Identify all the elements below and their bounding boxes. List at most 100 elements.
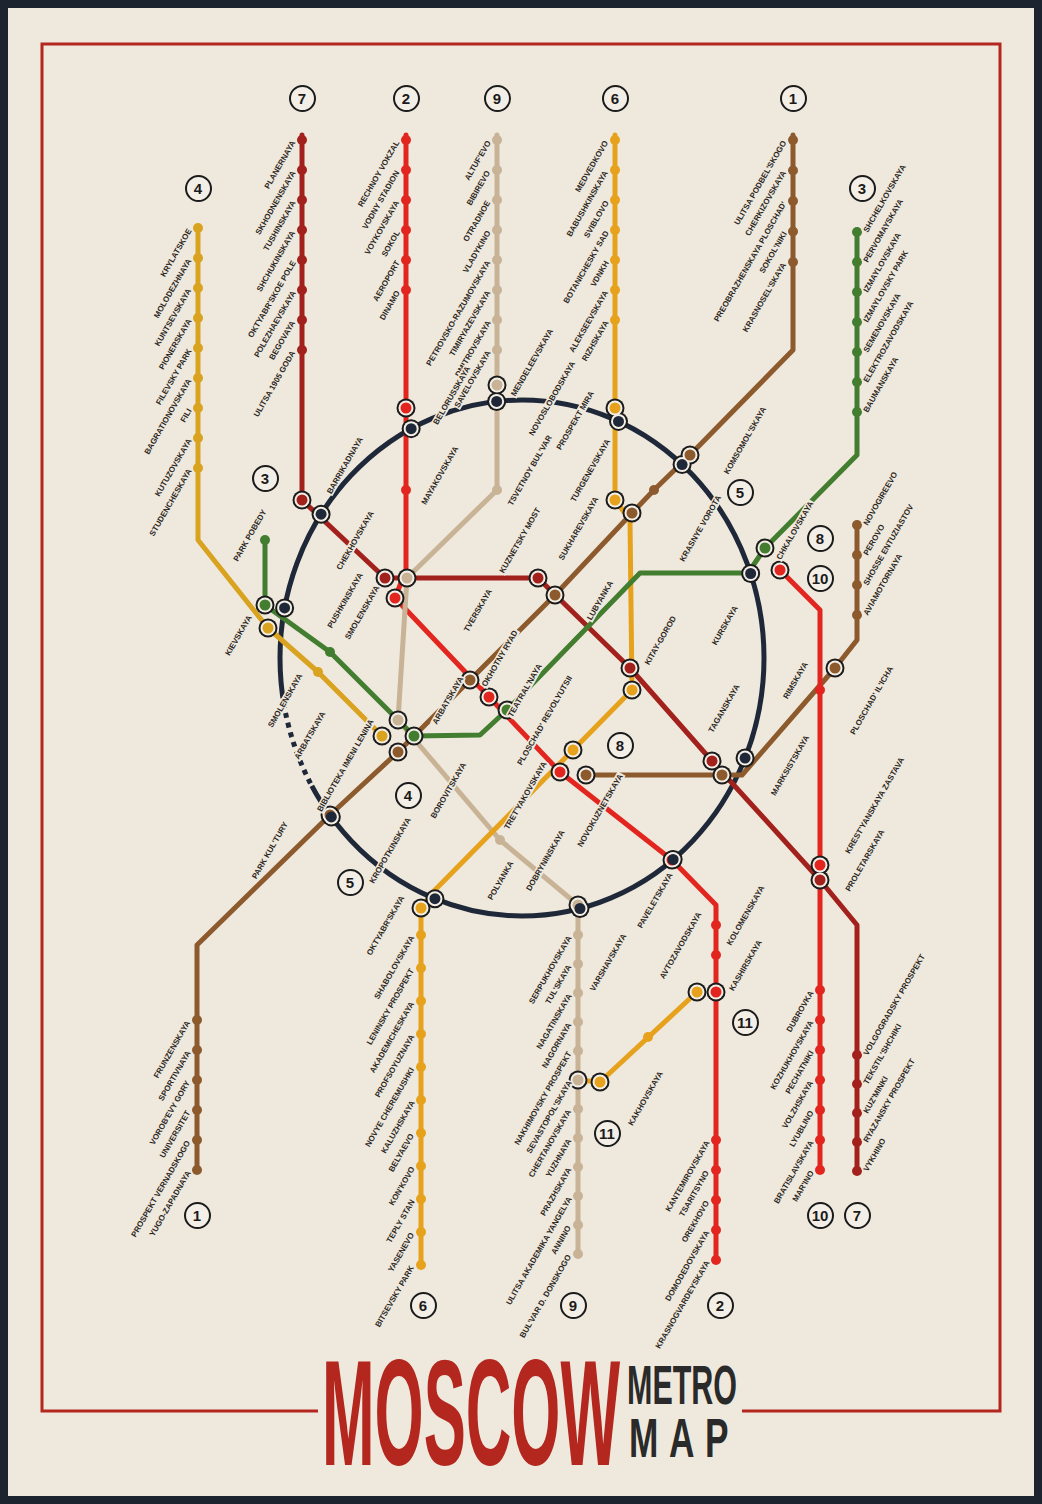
station-dot (610, 165, 620, 175)
station-dot (815, 1135, 825, 1145)
station-dot (193, 283, 203, 293)
interchange-outline (707, 983, 726, 1002)
line-number-badge: 7 (844, 1202, 871, 1229)
station-dot (852, 610, 862, 620)
station-dot (193, 433, 203, 443)
station-dot (401, 225, 411, 235)
interchange-ground (666, 852, 681, 867)
interchange-ground (400, 571, 415, 586)
line-number-badge: 6 (410, 1292, 437, 1319)
station-dot (416, 1128, 426, 1138)
interchange-dot (745, 568, 756, 579)
station-name: TVERSKAYA (462, 586, 495, 634)
interchange-dot (260, 600, 271, 611)
interchange-ground (295, 493, 310, 508)
line-number-badge: 5 (727, 479, 754, 506)
station-name: DOBRYNINSKAYA (523, 827, 566, 893)
station-dot (573, 988, 583, 998)
station-dot (852, 580, 862, 590)
station-dot (192, 1135, 202, 1145)
line-number-badge: 2 (393, 85, 420, 112)
station-dot (401, 485, 411, 495)
interchange-outline (756, 539, 775, 558)
station-name: KRASNYE VOROTA (677, 492, 723, 563)
interchange-ground (531, 571, 546, 586)
interchange-outline (621, 659, 640, 678)
station-dot (401, 285, 411, 295)
interchange-ground (388, 591, 403, 606)
station-name: MARKSISTSKAYA (769, 732, 812, 797)
interchange-dot (815, 875, 826, 886)
station-name: TAGANSKAYA (706, 681, 742, 734)
station-dot (852, 520, 862, 530)
station-dot (192, 1015, 202, 1025)
interchange-ground (758, 541, 773, 556)
station-dot (852, 407, 862, 417)
station-dot (788, 135, 798, 145)
interchange-ground (690, 985, 705, 1000)
interchange-outline (402, 419, 421, 438)
station-dot (815, 985, 825, 995)
interchange-dot (707, 756, 718, 767)
interchange-dot (402, 573, 413, 584)
station-dot (492, 315, 502, 325)
station-dot (573, 1220, 583, 1230)
interchange-outline (771, 561, 790, 580)
interchange-outline (312, 505, 331, 524)
metro-line (265, 232, 857, 736)
station-name: KURSKAYA (710, 603, 741, 647)
station-dot (416, 1095, 426, 1105)
metro-line (421, 135, 632, 1265)
station-dot (492, 225, 502, 235)
interchange-outline (389, 711, 408, 730)
line-number: 1 (193, 1208, 201, 1223)
interchange-outline (529, 569, 548, 588)
interchange-outline (546, 586, 565, 605)
station-name: KIEVSKAYA (222, 612, 253, 657)
line-number-badge: 11 (594, 1120, 621, 1147)
interchange-ground (773, 563, 788, 578)
station-dot (193, 223, 203, 233)
interchange-ground (611, 414, 626, 429)
station-dot (492, 135, 502, 145)
station-dot (788, 166, 798, 176)
station-dot (815, 1015, 825, 1025)
interchange-outline (389, 743, 408, 762)
station-dot (325, 647, 335, 657)
station-dot (193, 313, 203, 323)
station-name: TEATRAL'NAYA (506, 661, 545, 719)
station-dot (492, 485, 502, 495)
line-number: 7 (298, 91, 306, 106)
station-dot (852, 227, 862, 237)
interchange-outline (275, 598, 294, 617)
station-dot (416, 1260, 426, 1270)
interchange-ground (399, 401, 414, 416)
interchange-dot (677, 459, 688, 470)
station-dot (815, 685, 825, 695)
station-dot (852, 1050, 862, 1060)
interchange-dot (484, 692, 495, 703)
station-name: PLOSCHAD' IL'ICHA (848, 663, 896, 736)
station-name: AVTOZAVODSKAYA (657, 909, 704, 981)
station-name: MENDELEEVSKAYA (509, 326, 556, 398)
station-name: OKHOTNY RYAD (480, 627, 521, 688)
interchange-dot (740, 753, 751, 764)
station-dot (610, 255, 620, 265)
line-number-badge: 9 (560, 1292, 587, 1319)
station-dot (711, 920, 721, 930)
metro-line (578, 992, 697, 1082)
interchange-outline (397, 399, 416, 418)
interchange-outline (811, 871, 830, 890)
interchange-dot (409, 731, 420, 742)
station-dot (573, 1046, 583, 1056)
station-dot (852, 1166, 862, 1176)
station-dot (416, 1227, 426, 1237)
line-number-badge: 11 (732, 1009, 759, 1036)
station-name: PROLETARSKAYA (843, 827, 887, 894)
station-name: RIMSKAYA (780, 659, 809, 701)
line-number: 9 (493, 91, 501, 106)
line-number-badge: 3 (849, 175, 876, 202)
interchange-ground (715, 768, 730, 783)
poster-subtitle: METRO (627, 1358, 737, 1413)
interchange-dot (625, 663, 636, 674)
